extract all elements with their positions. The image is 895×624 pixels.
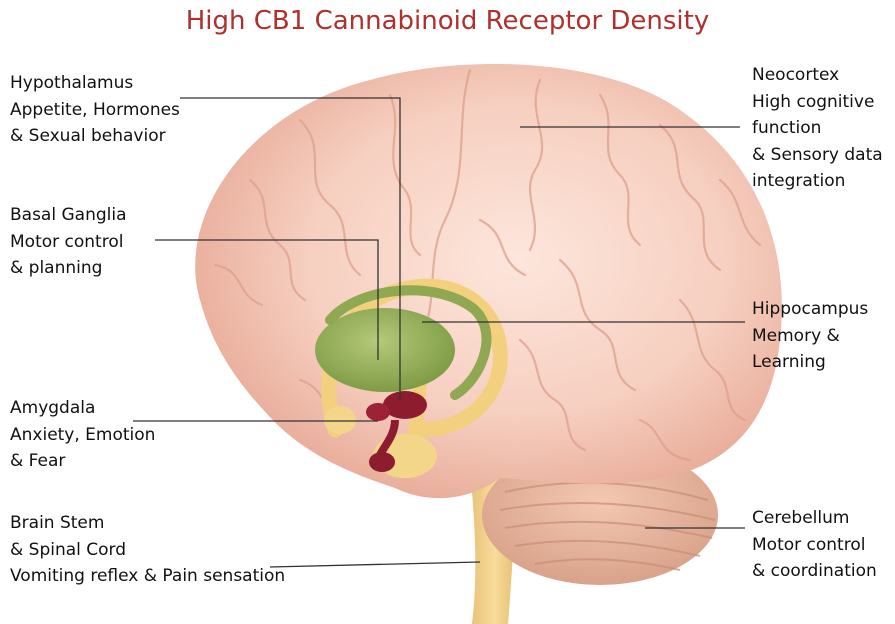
hypothalamus [383,391,427,419]
label-neocortex: Neocortex High cognitive function & Sens… [752,62,883,195]
label-line: High cognitive [752,89,883,116]
label-line: & Fear [10,448,155,475]
label-line: function [752,115,883,142]
label-line: Anxiety, Emotion [10,422,155,449]
label-line: Hypothalamus [10,70,180,97]
label-line: & Sexual behavior [10,123,180,150]
label-line: Cerebellum [752,505,877,532]
cerebrum [195,64,782,498]
label-line: & Spinal Cord [10,537,285,564]
label-hypothalamus: Hypothalamus Appetite, Hormones & Sexual… [10,70,180,150]
label-brain-stem: Brain Stem & Spinal Cord Vomiting reflex… [10,510,285,590]
page-title: High CB1 Cannabinoid Receptor Density [0,6,895,36]
label-line: integration [752,168,883,195]
label-line: Vomiting reflex & Pain sensation [10,563,285,590]
label-line: Amygdala [10,395,155,422]
label-basal-ganglia: Basal Ganglia Motor control & planning [10,202,127,282]
label-line: Learning [752,349,868,376]
label-line: Motor control [10,229,127,256]
label-line: Basal Ganglia [10,202,127,229]
label-line: Brain Stem [10,510,285,537]
label-line: & planning [10,255,127,282]
label-line: Hippocampus [752,296,868,323]
label-line: Motor control [752,532,877,559]
label-cerebellum: Cerebellum Motor control & coordination [752,505,877,585]
label-line: & Sensory data [752,142,883,169]
leader-brain-stem [270,562,480,567]
label-line: Neocortex [752,62,883,89]
label-line: Appetite, Hormones [10,97,180,124]
label-hippocampus: Hippocampus Memory & Learning [752,296,868,376]
label-line: & coordination [752,558,877,585]
label-amygdala: Amygdala Anxiety, Emotion & Fear [10,395,155,475]
label-line: Memory & [752,323,868,350]
